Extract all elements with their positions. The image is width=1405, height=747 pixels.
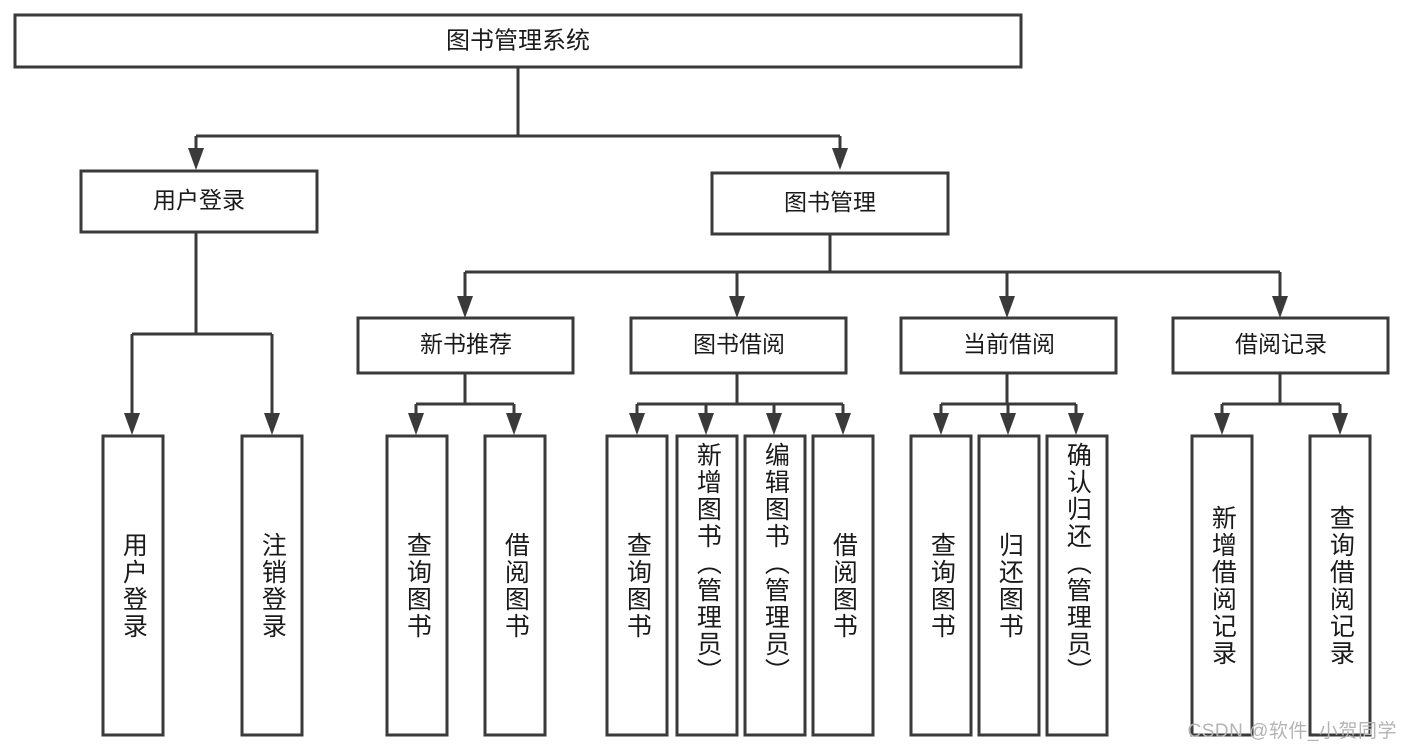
leaf-box-query-book-current[interactable] — [909, 434, 973, 737]
connector-layer — [124, 67, 1348, 435]
arrow-head-borrow-record — [1272, 296, 1288, 318]
arrow-head-user-leaf-1 — [124, 413, 140, 435]
arrow-head-g3-leaf-1 — [629, 413, 645, 435]
node-root-label: 图书管理系统 — [446, 27, 590, 54]
arrow-head-g3-leaf-2 — [698, 413, 714, 435]
leaf-box-borrow-book-rec[interactable] — [483, 434, 547, 737]
node-current-borrow-box[interactable] — [899, 316, 1118, 375]
node-book-management[interactable]: 图书管理 — [710, 171, 950, 236]
node-root[interactable]: 图书管理系统 — [13, 13, 1023, 69]
node-book-borrow-box[interactable] — [629, 316, 848, 375]
node-book-management-box[interactable] — [710, 171, 950, 236]
leaf-box-add-book-admin[interactable] — [675, 434, 739, 737]
leaf-box-query-book-borrow[interactable] — [605, 434, 669, 737]
leaf-box-query-book-rec[interactable] — [385, 434, 449, 737]
leaf-node-layer — [101, 434, 1372, 737]
node-book-borrow-label: 图书借阅 — [693, 331, 785, 357]
arrow-head-g5-leaf-2 — [1332, 413, 1348, 435]
node-borrow-record-box[interactable] — [1171, 316, 1390, 375]
arrow-head-new-book-rec — [457, 296, 473, 318]
arrow-head-to-book-manage — [832, 148, 848, 170]
node-book-borrow[interactable]: 图书借阅 — [629, 316, 848, 375]
arrow-head-g3-leaf-4 — [835, 413, 851, 435]
leaf-box-return-book[interactable] — [977, 434, 1041, 737]
leaf-box-add-borrow-record[interactable] — [1190, 434, 1254, 737]
leaf-box-user-login[interactable] — [101, 434, 165, 737]
arrow-head-user-leaf-2 — [264, 413, 280, 435]
arrow-head-book-borrow — [729, 296, 745, 318]
arrow-head-g4-leaf-2 — [1000, 413, 1016, 435]
arrow-head-g4-leaf-3 — [1068, 413, 1084, 435]
leaf-box-edit-book-admin[interactable] — [743, 434, 807, 737]
watermark: CSDN @软件_小贺同学 — [1187, 721, 1397, 742]
node-new-book-recommend-label: 新书推荐 — [420, 331, 512, 357]
arrow-head-g4-leaf-1 — [933, 413, 949, 435]
node-borrow-record[interactable]: 借阅记录 — [1171, 316, 1390, 375]
node-new-book-recommend-box[interactable] — [356, 316, 575, 375]
leaf-box-borrow-book[interactable] — [811, 434, 875, 737]
node-user-login-label: 用户登录 — [153, 187, 245, 213]
node-user-login-box[interactable] — [79, 169, 319, 234]
arrow-head-g2-leaf-1 — [408, 413, 424, 435]
leaf-box-confirm-return-admin[interactable] — [1045, 434, 1109, 737]
node-book-management-label: 图书管理 — [784, 189, 876, 215]
leaf-box-user-logout[interactable] — [240, 434, 304, 737]
node-borrow-record-label: 借阅记录 — [1235, 331, 1327, 357]
node-current-borrow[interactable]: 当前借阅 — [899, 316, 1118, 375]
arrow-head-current-borrow — [999, 296, 1015, 318]
arrow-head-g3-leaf-3 — [766, 413, 782, 435]
leaf-box-query-borrow-record[interactable] — [1308, 434, 1372, 737]
arrow-head-g5-leaf-1 — [1214, 413, 1230, 435]
arrow-head-g2-leaf-2 — [506, 413, 522, 435]
node-user-login[interactable]: 用户登录 — [79, 169, 319, 234]
node-root-box[interactable] — [13, 13, 1023, 69]
node-new-book-recommend[interactable]: 新书推荐 — [356, 316, 575, 375]
arrow-head-to-user-login — [188, 148, 204, 170]
node-current-borrow-label: 当前借阅 — [963, 331, 1055, 357]
